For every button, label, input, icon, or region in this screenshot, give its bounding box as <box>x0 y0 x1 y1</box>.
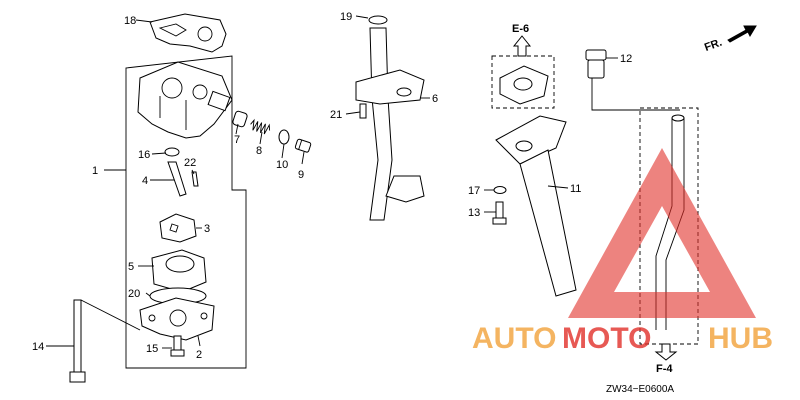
reference-e6: E-6 <box>512 23 529 35</box>
callout-11: 11 <box>570 183 581 195</box>
callout-18: 18 <box>124 15 136 27</box>
watermark-text-hub: HUB <box>708 322 773 355</box>
pump-body <box>137 61 233 139</box>
gasket-18 <box>149 13 227 53</box>
callout-3: 3 <box>204 223 210 235</box>
cover-plate-2 <box>139 297 215 341</box>
callout-21: 21 <box>330 109 342 121</box>
callout-6: 6 <box>432 93 438 105</box>
watermark-triangle-icon <box>568 148 756 318</box>
pickup-tube-6 <box>355 15 425 221</box>
callout-4: 4 <box>142 175 148 187</box>
callout-22: 22 <box>184 157 196 169</box>
bolt-15 <box>170 335 185 357</box>
callout-12: 12 <box>620 53 632 65</box>
callout-15: 15 <box>146 343 158 355</box>
watermark-text-moto: MOTO <box>562 322 651 355</box>
callout-2: 2 <box>196 349 202 361</box>
callout-1: 1 <box>92 165 98 177</box>
callout-9: 9 <box>298 169 304 181</box>
reference-f4: F-4 <box>656 363 673 375</box>
callout-10: 10 <box>276 159 288 171</box>
callout-14: 14 <box>32 341 44 353</box>
shaft-parts <box>164 147 199 197</box>
callout-13: 13 <box>468 207 480 219</box>
callout-7: 7 <box>234 134 240 146</box>
front-label: FR. <box>703 37 724 54</box>
watermark-text-auto: AUTO <box>472 322 556 355</box>
bolt-14 <box>69 299 141 383</box>
callout-16: 16 <box>138 149 150 161</box>
fitting-12 <box>585 49 680 111</box>
callout-20: 20 <box>128 288 140 300</box>
callout-19: 19 <box>340 11 352 23</box>
gasket-e6 <box>491 35 555 109</box>
drawing-code: ZW34−E0600A <box>606 384 674 395</box>
front-arrow-icon <box>727 25 757 43</box>
assembly-outline <box>125 55 247 369</box>
outer-rotor-5 <box>151 249 207 293</box>
washer-bolt-17-13 <box>492 186 507 225</box>
callout-17: 17 <box>468 185 480 197</box>
relief-parts <box>232 110 312 153</box>
leader-lines <box>46 15 618 349</box>
inner-rotor-3 <box>159 213 197 243</box>
callout-5: 5 <box>128 261 134 273</box>
oil-tube-11 <box>495 115 577 297</box>
callout-8: 8 <box>256 145 262 157</box>
watermark-logo: AUTO MOTO HUB <box>472 148 773 355</box>
